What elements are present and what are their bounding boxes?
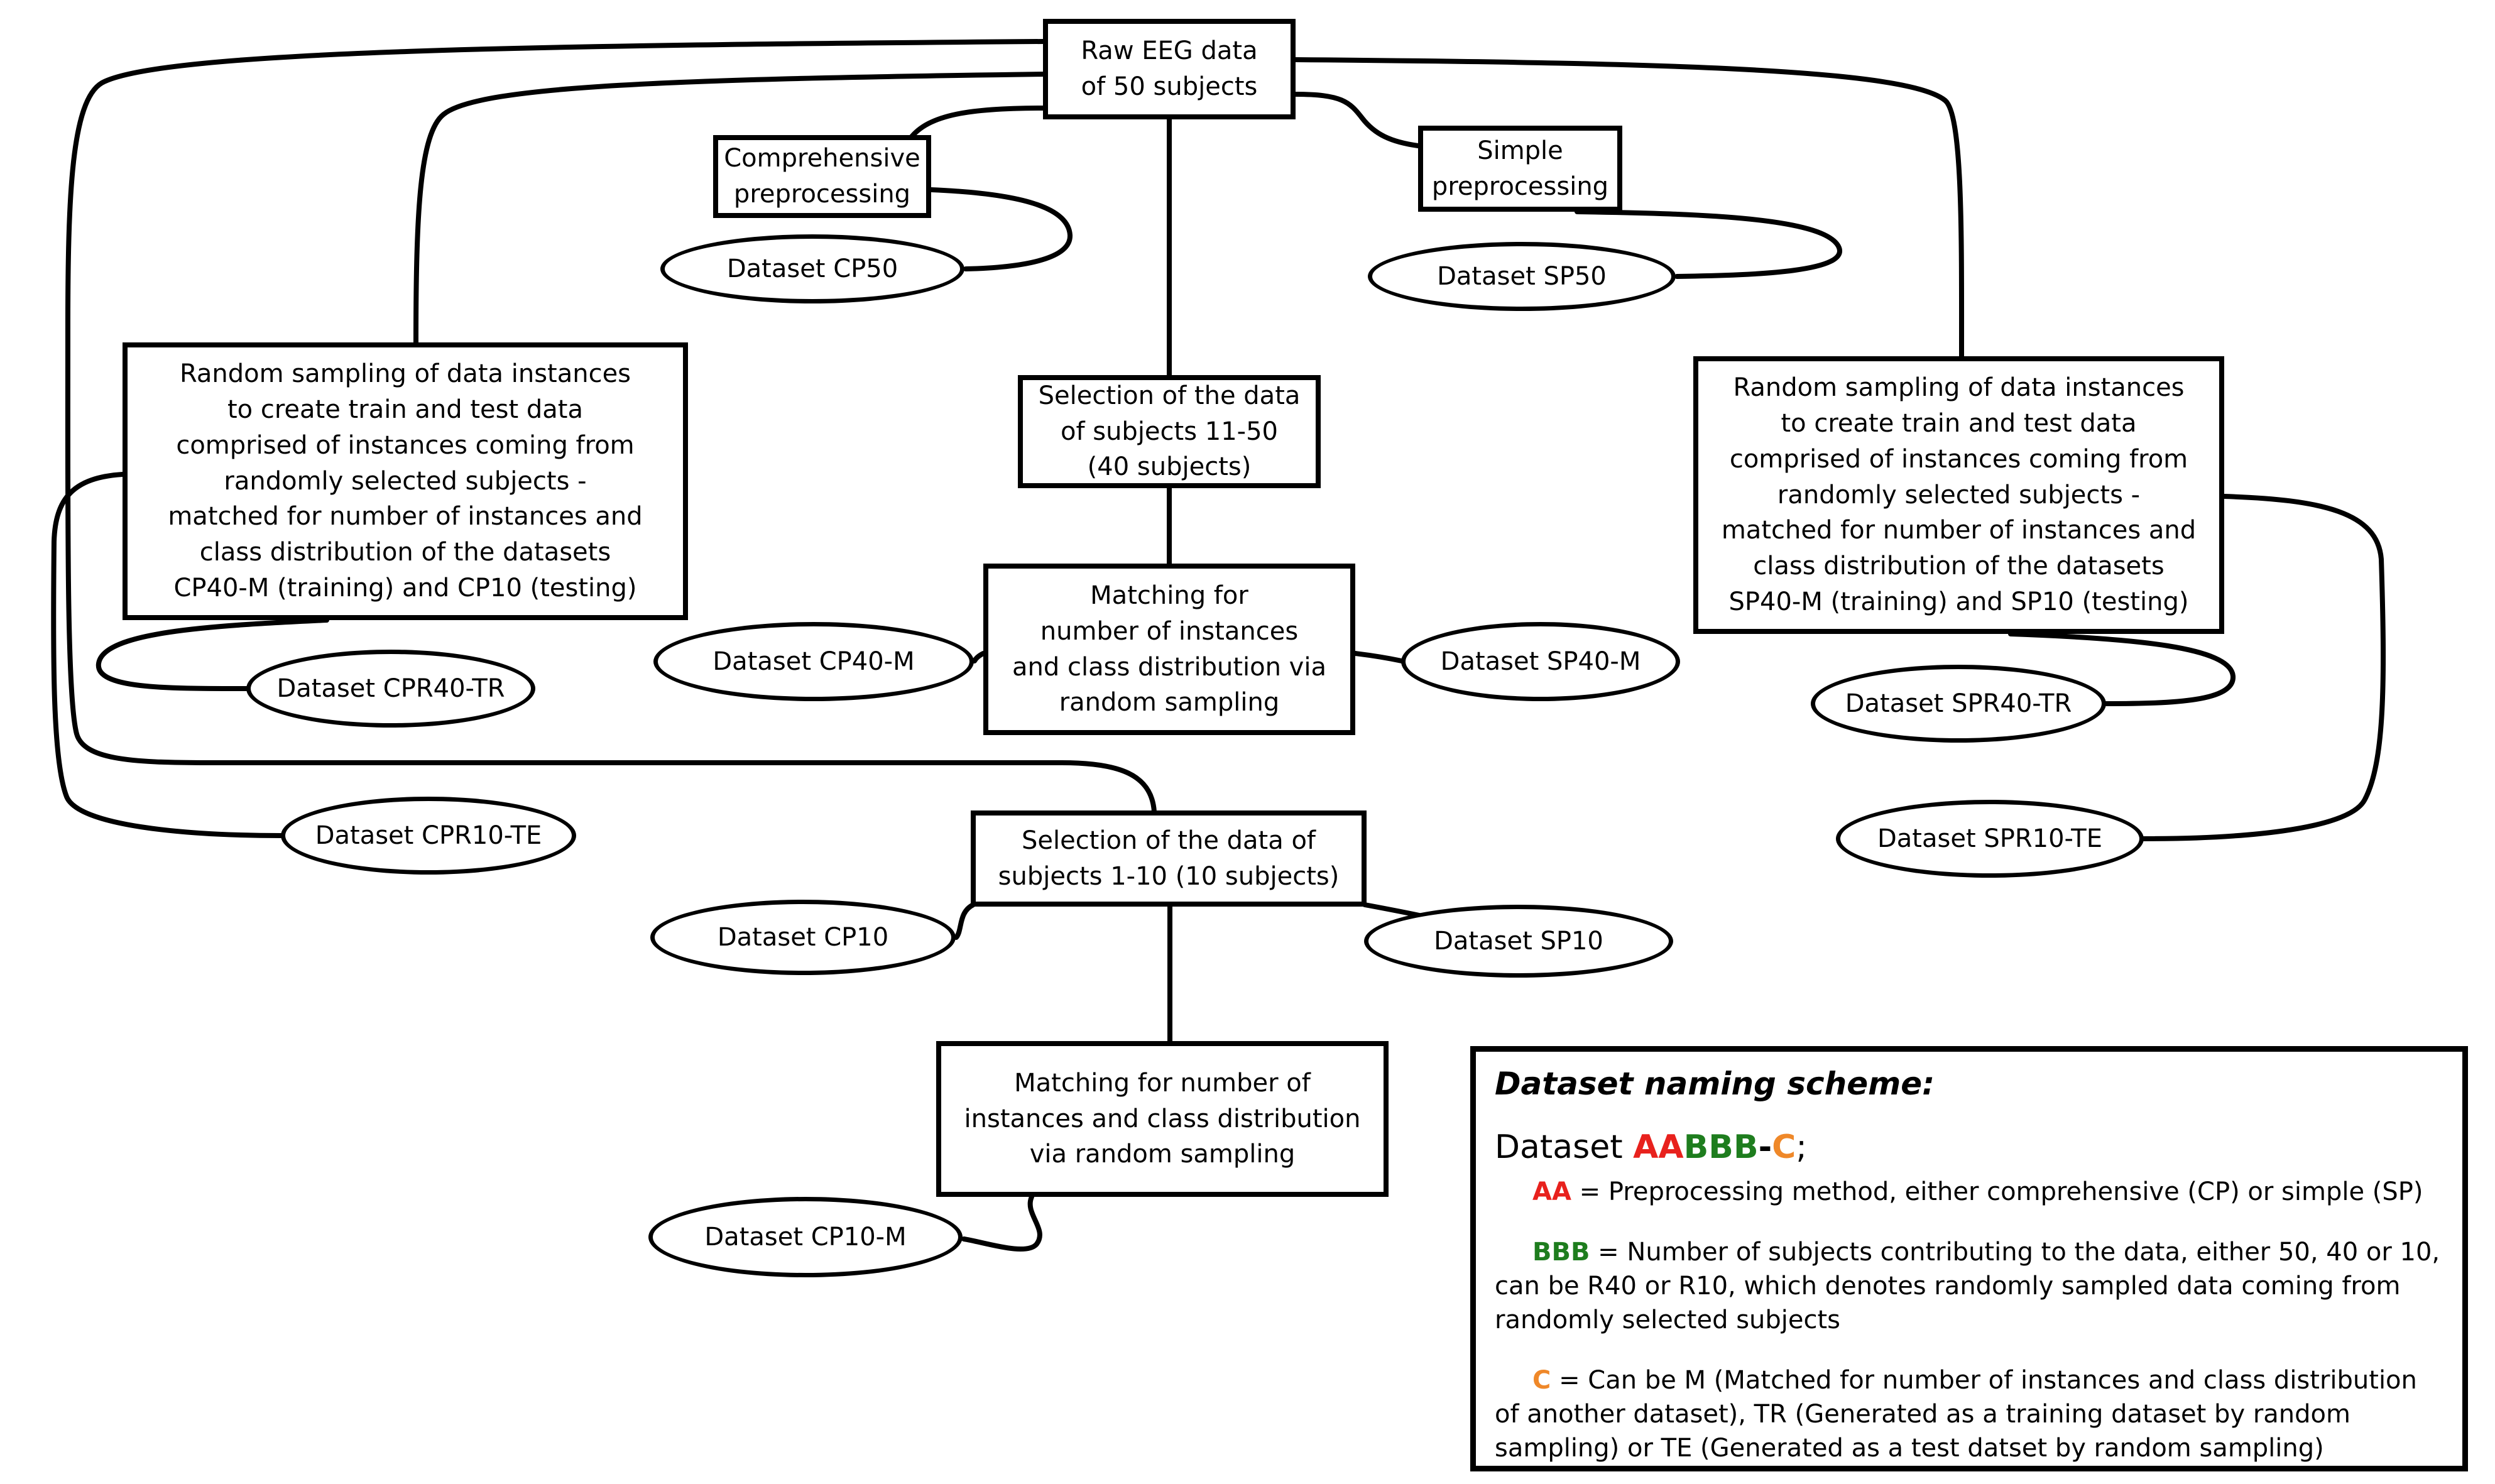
legend-aa-definition: AA = Preprocessing method, either compre… [1495,1175,2443,1209]
edge-left-sampling-to-cpr10te [51,472,285,838]
dataset-cp50-label: Dataset CP50 [726,254,898,283]
node-simple-preprocessing-label: Simple preprocessing [1431,136,1609,201]
dataset-cp40m-label: Dataset CP40-M [712,647,915,676]
edge-raw-to-comprehensive [908,106,1045,141]
legend-naming-line: Dataset AABBB-C; [1495,1128,2443,1166]
dataset-cp10m-label: Dataset CP10-M [704,1222,907,1252]
node-right-random-sampling: Random sampling of data instances to cre… [1693,356,2224,634]
dataset-sp10-label: Dataset SP10 [1434,926,1603,956]
dataset-cp10: Dataset CP10 [650,900,956,975]
legend-title: Dataset naming scheme: [1495,1066,1935,1102]
edge-matching-40-to-sp40m [1353,651,1404,663]
legend-bbb-label: BBB [1532,1238,1590,1267]
edge-raw-to-right-sampling [1293,57,1965,359]
node-left-random-sampling-label: Random sampling of data instances to cre… [168,359,643,603]
node-left-random-sampling: Random sampling of data instances to cre… [123,342,688,620]
edge-selection-1-10-to-cp10 [954,902,976,940]
node-comprehensive-preprocessing-label: Comprehensive preprocessing [724,144,920,209]
legend-c-label: C [1532,1366,1551,1395]
edge-right-sampling-to-spr10te [2140,494,2386,841]
dataset-sp50-label: Dataset SP50 [1437,261,1607,291]
dataset-cp50: Dataset CP50 [660,234,964,303]
node-matching-10-label: Matching for number of instances and cla… [964,1068,1361,1169]
legend-naming-prefix: Dataset [1495,1128,1634,1166]
edge-matching-40-to-cp40m [972,651,986,663]
legend-c-text: = Can be M (Matched for number of instan… [1495,1366,2417,1463]
node-raw-eeg-data-label: Raw EEG data of 50 subjects [1081,36,1258,101]
node-comprehensive-preprocessing: Comprehensive preprocessing [713,135,931,218]
edge-comprehensive-to-cp50 [929,187,1073,271]
dataset-cpr40tr: Dataset CPR40-TR [246,650,535,728]
node-matching-40: Matching for number of instances and cla… [983,564,1355,735]
node-right-random-sampling-label: Random sampling of data instances to cre… [1721,373,2197,616]
dataset-cp10-label: Dataset CP10 [717,922,889,952]
dataset-sp40m-label: Dataset SP40-M [1440,647,1641,676]
legend-aa-text: = Preprocessing method, either comprehen… [1571,1177,2423,1206]
node-matching-40-label: Matching for number of instances and cla… [1012,581,1326,717]
legend-aa-label: AA [1532,1177,1571,1206]
edge-matching-10-to-cp10m [961,1194,1042,1252]
dataset-spr40tr: Dataset SPR40-TR [1811,665,2106,743]
dataset-cpr10te-label: Dataset CPR10-TE [315,821,542,850]
legend-c-definition: C = Can be M (Matched for number of inst… [1495,1363,2443,1465]
legend-naming-bbb: BBB [1683,1128,1759,1166]
dataset-sp50: Dataset SP50 [1368,242,1676,311]
legend-bbb-definition: BBB = Number of subjects contributing to… [1495,1235,2443,1337]
node-selection-1-10-label: Selection of the data of subjects 1-10 (… [998,826,1340,891]
dataset-cp40m: Dataset CP40-M [653,622,974,701]
edge-left-sampling-to-cpr40tr [96,618,329,692]
node-selection-11-50-label: Selection of the data of subjects 11-50 … [1038,381,1301,482]
dataset-cpr10te: Dataset CPR10-TE [281,797,576,875]
node-selection-11-50: Selection of the data of subjects 11-50 … [1018,375,1321,488]
dataset-cpr40tr-label: Dataset CPR40-TR [276,674,505,703]
dataset-sp40m: Dataset SP40-M [1401,622,1680,701]
legend-naming-aa: AA [1633,1128,1684,1166]
node-matching-10: Matching for number of instances and cla… [936,1041,1389,1197]
edge-simple-to-sp50 [1575,209,1842,279]
node-simple-preprocessing: Simple preprocessing [1418,126,1622,212]
dataset-sp10: Dataset SP10 [1364,905,1673,978]
legend-bbb-text: = Number of subjects contributing to the… [1495,1238,2440,1334]
dataset-spr10te-label: Dataset SPR10-TE [1877,824,2103,853]
dataset-cp10m: Dataset CP10-M [648,1197,963,1277]
edge-raw-to-selection-1-10 [65,39,1157,814]
node-raw-eeg-data: Raw EEG data of 50 subjects [1043,19,1296,119]
edge-raw-to-simple [1293,92,1421,148]
dataset-spr10te: Dataset SPR10-TE [1836,800,2144,878]
legend-naming-suffix: ; [1796,1128,1807,1166]
edge-right-sampling-to-spr40tr [2008,631,2236,706]
legend-naming-scheme: Dataset naming scheme: Dataset AABBB-C; … [1470,1046,2468,1471]
edge-raw-to-left-sampling [413,72,1045,345]
node-selection-1-10: Selection of the data of subjects 1-10 (… [971,810,1367,907]
legend-naming-dash: - [1758,1128,1772,1166]
dataset-spr40tr-label: Dataset SPR40-TR [1845,689,2072,718]
legend-naming-c: C [1772,1128,1796,1166]
